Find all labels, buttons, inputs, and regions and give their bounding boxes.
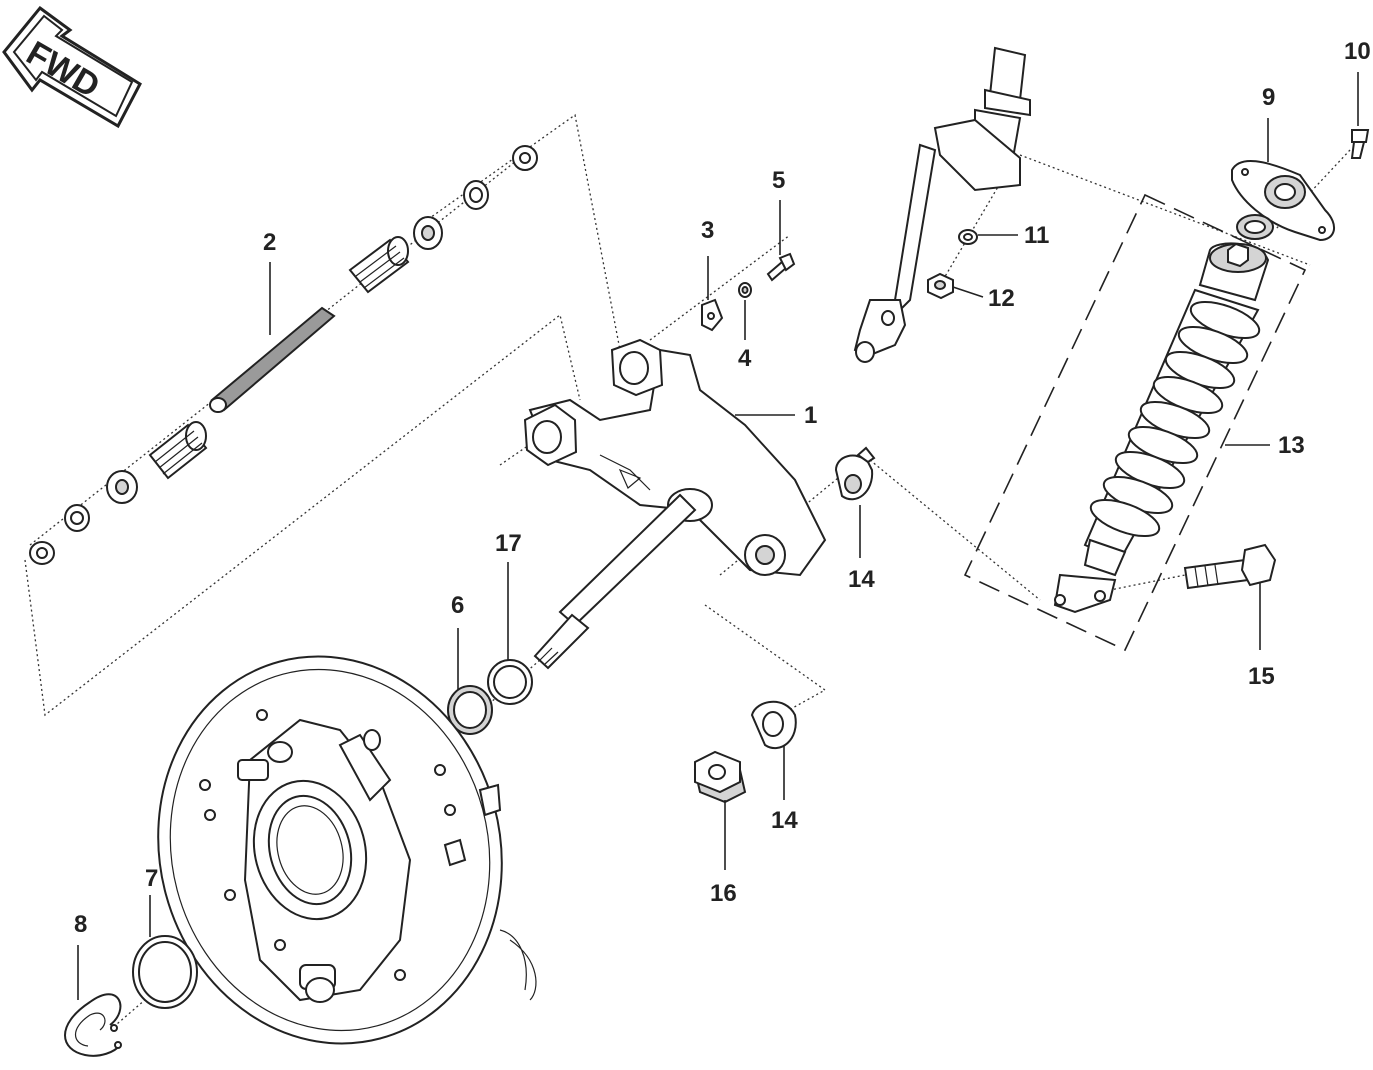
bolt-10	[1350, 129, 1370, 159]
callout-3: 3	[701, 217, 714, 244]
swing-arm	[523, 338, 827, 670]
shock-spring	[1089, 300, 1261, 538]
bolt-15	[1183, 543, 1277, 590]
o-ring-6	[447, 685, 493, 735]
circlip-8	[64, 993, 122, 1057]
washer-4	[738, 282, 752, 298]
bolt-5	[766, 252, 796, 282]
shock-mount-plate-9	[1231, 159, 1335, 242]
callout-7: 7	[145, 865, 158, 892]
callout-13: 13	[1278, 432, 1305, 459]
callout-12: 12	[988, 285, 1015, 312]
callout-2: 2	[263, 229, 276, 256]
frame-tube	[853, 46, 1031, 363]
callout-10: 10	[1344, 38, 1371, 65]
pivot-shaft-assembly	[29, 145, 538, 565]
callout-14-upper: 14	[848, 566, 875, 593]
callout-11: 11	[1024, 222, 1049, 249]
shim-ring-7	[132, 935, 198, 1009]
nut-12	[927, 272, 954, 300]
callout-17: 17	[495, 530, 522, 557]
callout-9: 9	[1262, 84, 1275, 111]
needle-bearing-upper	[348, 236, 410, 294]
washer-11	[958, 229, 978, 245]
brake-backing-plate	[157, 655, 537, 1045]
callout-5: 5	[772, 167, 785, 194]
callout-6: 6	[451, 592, 464, 619]
callout-numbers: 1 2 3 4 5 6 7 8 9 10 11 12 13 14 14 15 1…	[74, 38, 1371, 938]
callout-4: 4	[738, 345, 752, 372]
callout-1: 1	[804, 402, 817, 429]
washer-17	[487, 659, 533, 705]
washer-14-lower	[750, 700, 797, 750]
callout-8: 8	[74, 911, 87, 938]
washer-14-upper	[834, 446, 876, 501]
callout-16: 16	[710, 880, 737, 907]
shock-absorber-13	[963, 193, 1307, 652]
nut-16	[693, 750, 747, 804]
leader-lines	[77, 72, 1359, 1000]
callout-14-lower: 14	[771, 807, 798, 834]
callout-15: 15	[1248, 663, 1275, 690]
needle-bearing-lower	[148, 421, 208, 480]
fwd-arrow-icon: FWD	[2, 5, 142, 129]
bracket-3	[701, 298, 724, 332]
